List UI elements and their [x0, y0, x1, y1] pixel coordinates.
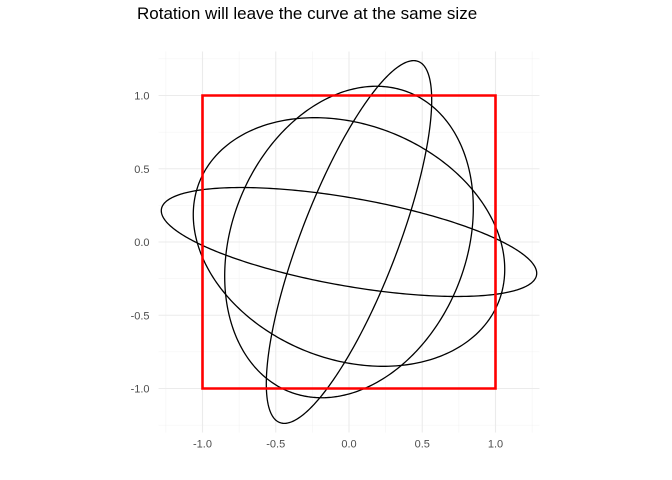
y-tick-label: -1.0 — [131, 384, 150, 396]
chart-title: Rotation will leave the curve at the sam… — [137, 4, 478, 23]
red-square — [201, 94, 497, 390]
x-tick-label: -0.5 — [266, 438, 285, 450]
x-tick-label: 1.0 — [488, 438, 503, 450]
rotated-curve-4 — [224, 85, 474, 399]
rotated-curve-1 — [160, 186, 538, 298]
y-tick-label: 0.5 — [134, 164, 149, 176]
x-tick-label: 0.5 — [415, 438, 430, 450]
y-tick-label: 1.0 — [134, 91, 149, 103]
y-tick-label: -0.5 — [131, 310, 150, 322]
rotated-curve-3 — [265, 59, 433, 425]
x-tick-label: -1.0 — [193, 438, 212, 450]
x-tick-label: 0.0 — [341, 438, 356, 450]
rotated-curve-2 — [192, 117, 506, 367]
y-tick-label: 0.0 — [134, 237, 149, 249]
